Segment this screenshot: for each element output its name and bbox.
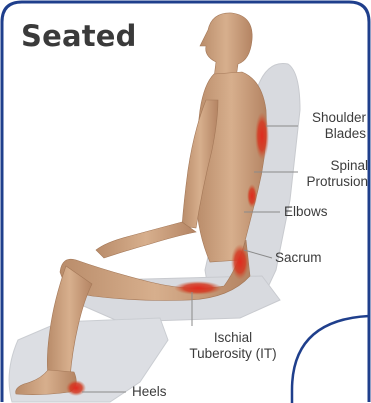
pressure-sacrum: [231, 244, 249, 280]
label-shoulder-blades: Shoulder Blades: [286, 110, 366, 142]
label-shoulder-line1: Shoulder: [286, 110, 366, 126]
pressure-ischial: [174, 281, 222, 295]
label-heels: Heels: [132, 384, 167, 400]
pressure-shoulder-blades: [255, 112, 269, 160]
diagram-title: Seated: [21, 19, 137, 53]
pressure-spinal: [247, 184, 257, 208]
label-shoulder-line2: Blades: [286, 126, 366, 142]
label-spinal-line2: Protrusion: [286, 174, 368, 190]
label-ischial-line1: Ischial: [168, 330, 298, 346]
label-sacrum: Sacrum: [275, 250, 322, 266]
pressure-heels: [66, 380, 86, 396]
label-spinal-line1: Spinal: [286, 158, 368, 174]
label-spinal-protrusion: Spinal Protrusion: [286, 158, 368, 190]
label-ischial-line2: Tuberosity (IT): [168, 346, 298, 362]
label-elbows: Elbows: [284, 204, 328, 220]
frame-corner-arc: [292, 316, 369, 403]
label-ischial-tuberosity: Ischial Tuberosity (IT): [168, 330, 298, 362]
